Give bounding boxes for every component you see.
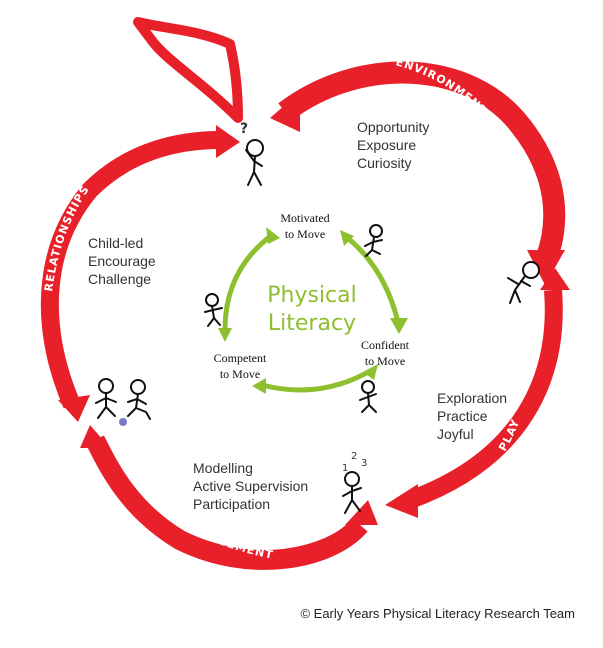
title-literacy: Literacy [268, 311, 356, 336]
text-opportunity: Opportunity [357, 119, 429, 135]
green-arrowhead-2 [252, 378, 266, 394]
count-two: 2 [351, 451, 357, 462]
green-arc-left [222, 232, 275, 333]
label-relationships: RELATIONSHIPS [42, 183, 91, 292]
play-arrow [406, 289, 563, 509]
text-modelling: Modelling [193, 460, 253, 476]
block-bottom: Modelling Active Supervision Participati… [193, 460, 308, 512]
block-right: Exploration Practice Joyful [437, 390, 507, 442]
label-competent: Competent [214, 351, 267, 365]
title-physical: Physical [267, 283, 357, 308]
inner-arrowheads [218, 227, 408, 394]
label-motivated: Motivated [280, 211, 329, 225]
block-top-right: Opportunity Exposure Curiosity [357, 119, 429, 171]
count-three: 3 [361, 458, 367, 469]
text-joyful: Joyful [437, 426, 474, 442]
relationships-arrowhead [216, 125, 240, 158]
relationships-arrowhead-down [58, 395, 90, 422]
label-confident-2: to Move [365, 354, 405, 368]
green-arrowhead-3 [266, 227, 280, 244]
green-arrowhead-4 [340, 230, 354, 246]
count-one: 1 [342, 463, 348, 474]
ball-icon [119, 418, 127, 426]
play-arrowhead-up [540, 268, 570, 290]
environment-arrow [278, 61, 566, 267]
environment-arrowhead [270, 92, 300, 132]
play-arrowhead [385, 484, 418, 518]
text-exploration: Exploration [437, 390, 507, 406]
text-practice: Practice [437, 408, 488, 424]
running-figure-icon [359, 380, 377, 413]
text-child-led: Child-led [88, 235, 143, 251]
engagement-arrow [86, 435, 368, 570]
green-arrowhead-5 [363, 364, 378, 380]
text-encourage: Encourage [88, 253, 156, 269]
text-participation: Participation [193, 496, 270, 512]
relationships-arrow [40, 131, 221, 409]
counting-figure-icon: 1 2 3 [342, 451, 367, 514]
text-active-supervision: Active Supervision [193, 478, 308, 494]
text-exposure: Exposure [357, 137, 416, 153]
label-confident: Confident [361, 338, 410, 352]
block-left: Child-led Encourage Challenge [88, 235, 156, 287]
engagement-arrowhead [80, 425, 110, 448]
text-curiosity: Curiosity [357, 155, 411, 171]
environment-arrowhead-down [527, 250, 565, 285]
credit-text: © Early Years Physical Literacy Research… [300, 606, 575, 621]
climbing-figure-icon [204, 293, 223, 327]
green-arc-bottom [259, 367, 375, 393]
engagement-arrowhead-up [345, 500, 378, 525]
jumping-figure-icon [364, 224, 383, 257]
label-competent-2: to Move [220, 367, 260, 381]
playing-ball-figures-icon [95, 378, 151, 426]
inner-cycle [222, 232, 401, 393]
green-arrowhead-6 [218, 328, 232, 342]
question-mark: ? [240, 121, 248, 137]
label-motivated-2: to Move [285, 227, 325, 241]
text-challenge: Challenge [88, 271, 151, 287]
stem-loop [133, 17, 243, 123]
green-arrowhead-1 [390, 318, 408, 334]
green-arc-top [347, 237, 401, 325]
leaning-figure-icon [507, 261, 540, 304]
thinking-figure-icon: ? [240, 121, 264, 186]
svg-text:RELATIONSHIPS: RELATIONSHIPS [42, 183, 92, 292]
outer-cycle [40, 17, 570, 570]
